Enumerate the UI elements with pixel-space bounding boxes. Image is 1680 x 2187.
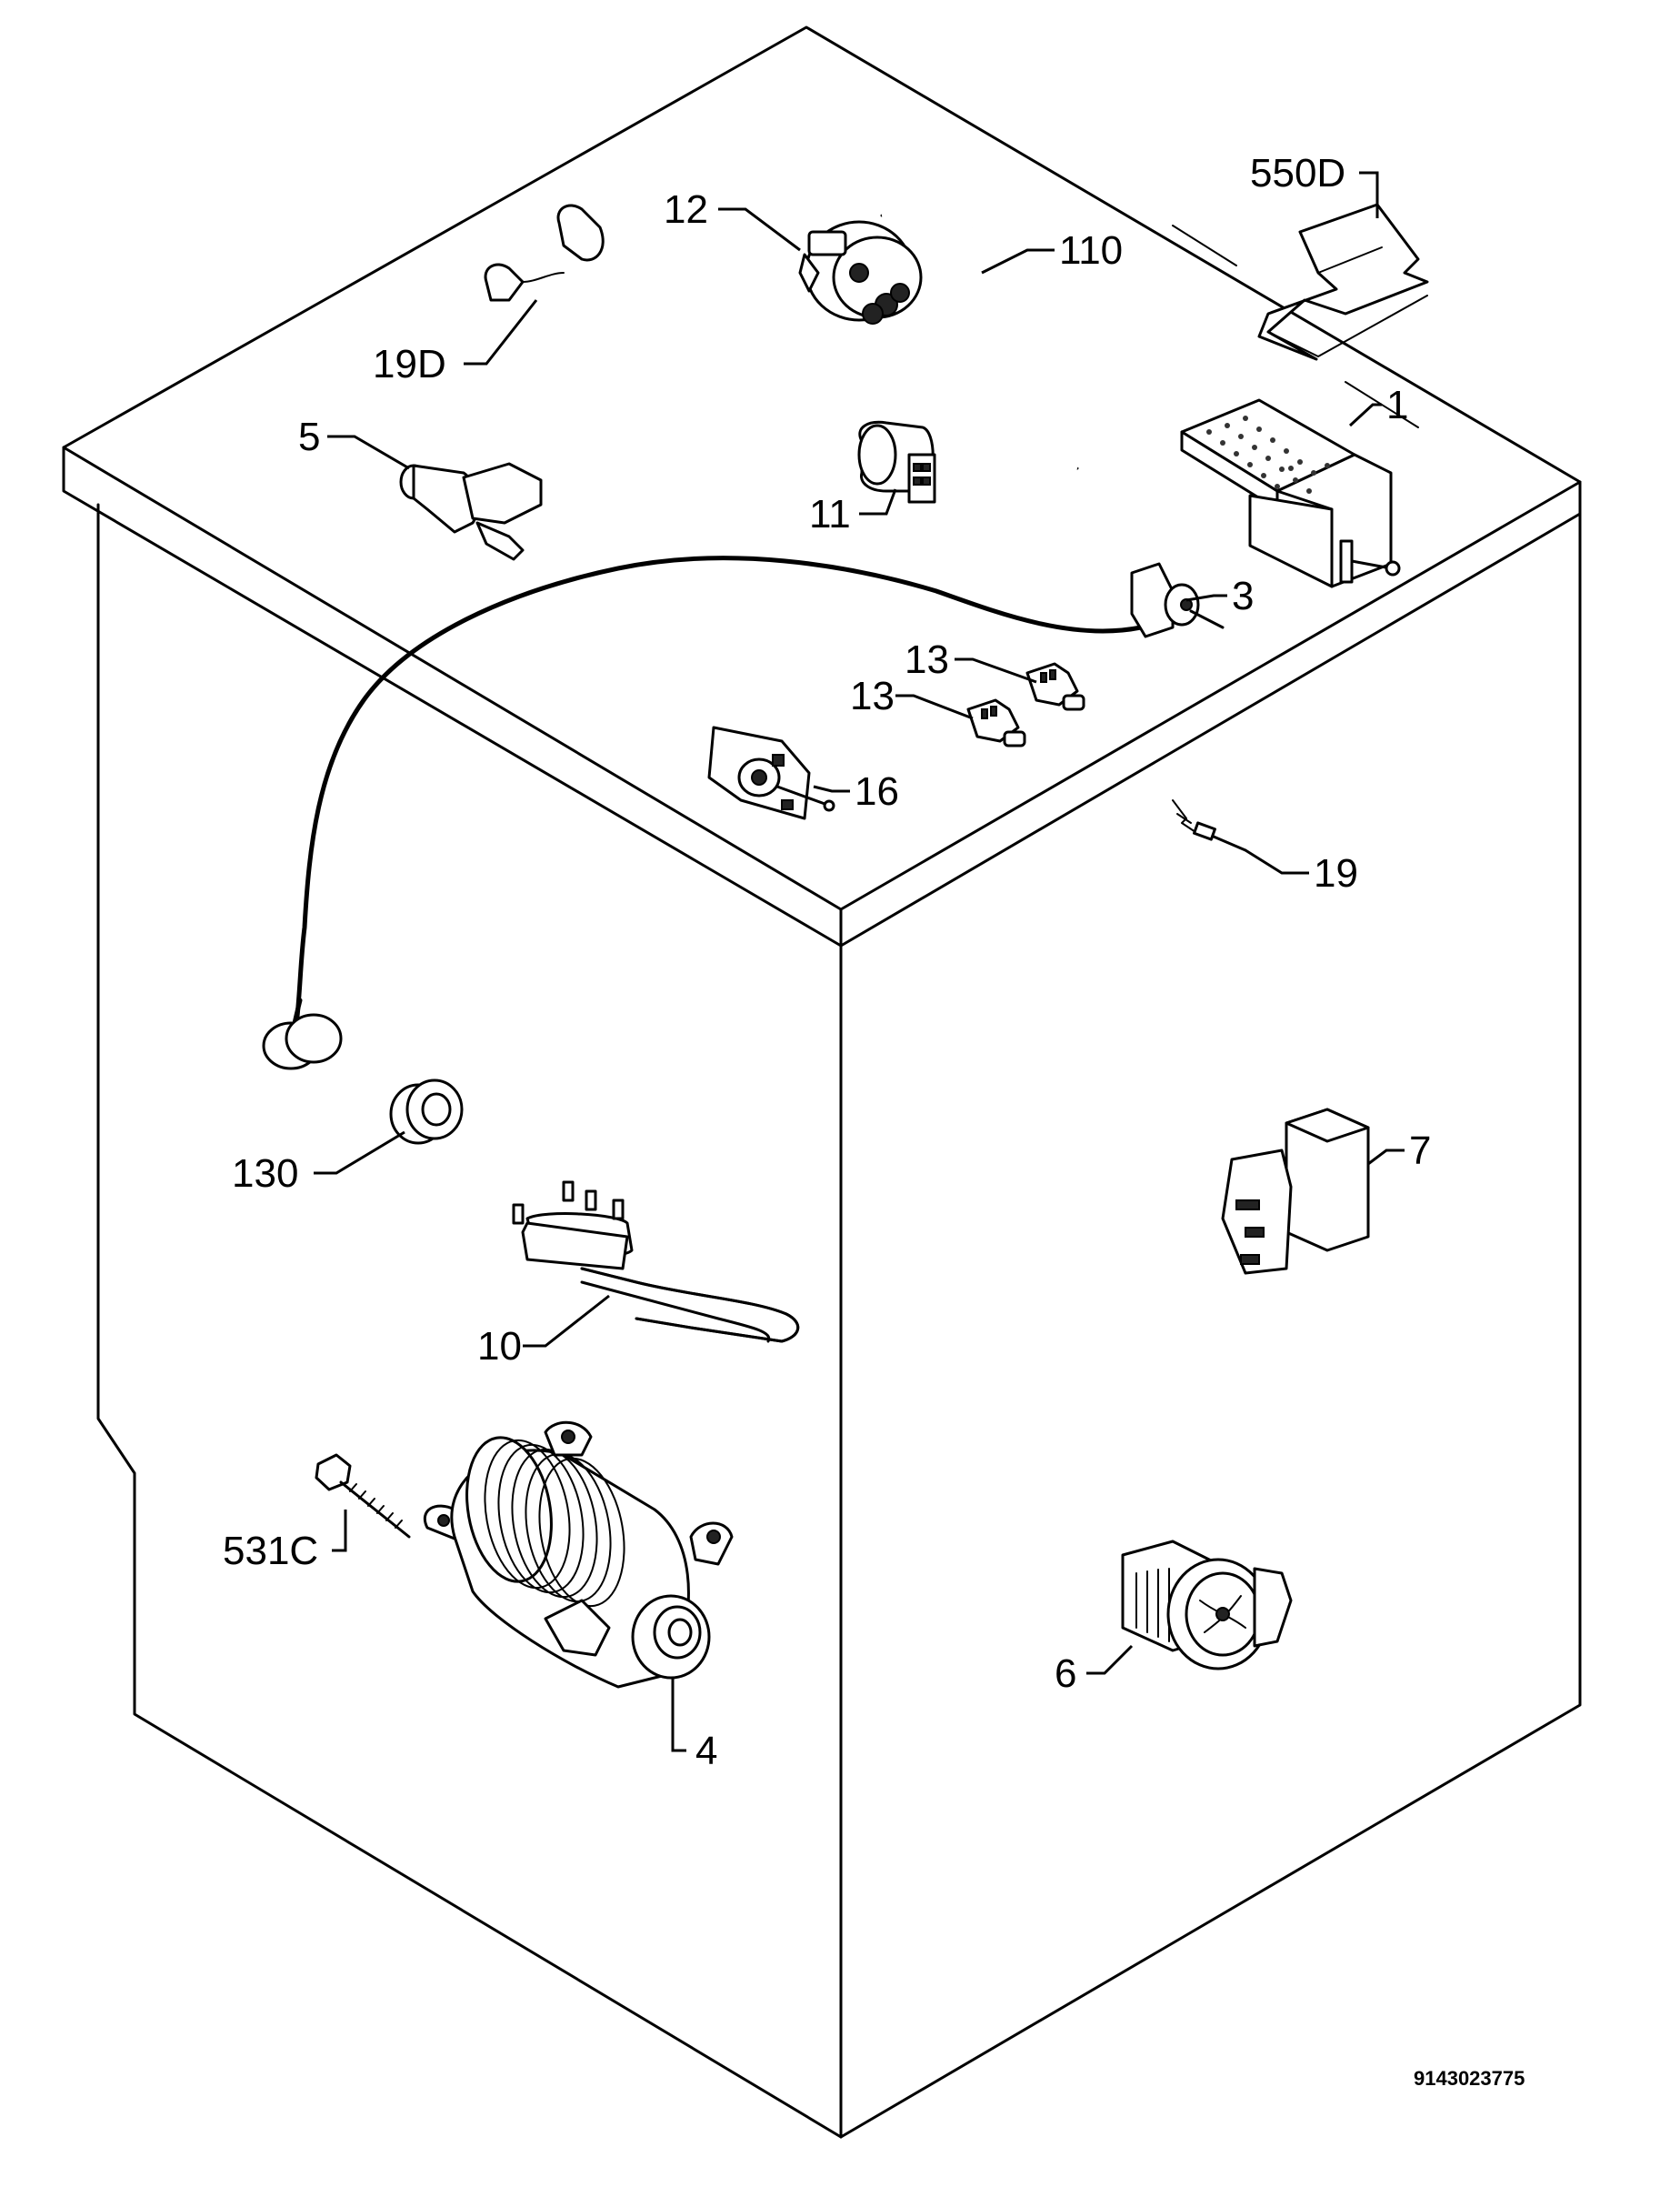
document-number: 9143023775 bbox=[1414, 2067, 1525, 2090]
part-grommet bbox=[262, 1013, 343, 1070]
callout-5: 5 bbox=[298, 415, 320, 459]
callout-13-upper: 13 bbox=[905, 637, 949, 682]
callout-labels: 550D 12 110 19D 1 5 11 3 13 13 16 19 130… bbox=[223, 151, 1431, 1773]
callout-531c: 531C bbox=[223, 1529, 318, 1573]
part-4-motor bbox=[423, 1420, 734, 1689]
part-3-switch bbox=[1130, 562, 1225, 638]
callout-110: 110 bbox=[1059, 228, 1123, 273]
callout-1: 1 bbox=[1386, 383, 1408, 427]
callout-7: 7 bbox=[1409, 1129, 1431, 1173]
part-110-hose bbox=[880, 210, 1079, 470]
part-19d-clip bbox=[484, 204, 605, 302]
cabinet-outline bbox=[62, 25, 1582, 2139]
part-7-door-lock bbox=[1221, 1108, 1370, 1275]
part-13b-connector bbox=[966, 698, 1026, 747]
callout-10: 10 bbox=[477, 1324, 522, 1369]
callout-6: 6 bbox=[1055, 1651, 1076, 1696]
part-11-capacitor bbox=[857, 420, 936, 504]
part-16-mains-switch bbox=[707, 726, 835, 820]
part-550d-bracket bbox=[1257, 203, 1429, 361]
callout-130: 130 bbox=[232, 1151, 298, 1196]
callout-3: 3 bbox=[1232, 574, 1254, 618]
part-6-pump bbox=[1121, 1540, 1293, 1670]
leader-lines bbox=[314, 171, 1405, 1752]
callout-12: 12 bbox=[664, 187, 708, 232]
callout-19d: 19D bbox=[373, 342, 446, 386]
part-19-sensor bbox=[1172, 799, 1247, 852]
part-130-bushing bbox=[389, 1078, 464, 1145]
part-5-inlet-valve bbox=[399, 462, 543, 561]
part-531c-screw bbox=[315, 1453, 411, 1539]
callout-11: 11 bbox=[809, 492, 851, 537]
callout-550d: 550D bbox=[1250, 151, 1345, 196]
part-10-heater bbox=[512, 1180, 799, 1343]
part-cable bbox=[286, 556, 1144, 1048]
callout-16: 16 bbox=[855, 769, 899, 814]
part-13a-connector bbox=[1025, 662, 1085, 711]
part-1-timer bbox=[1180, 398, 1401, 588]
callout-19: 19 bbox=[1314, 851, 1358, 896]
callout-4: 4 bbox=[695, 1729, 717, 1773]
callout-13-lower: 13 bbox=[850, 674, 895, 718]
part-12-pressure-switch bbox=[798, 220, 923, 325]
